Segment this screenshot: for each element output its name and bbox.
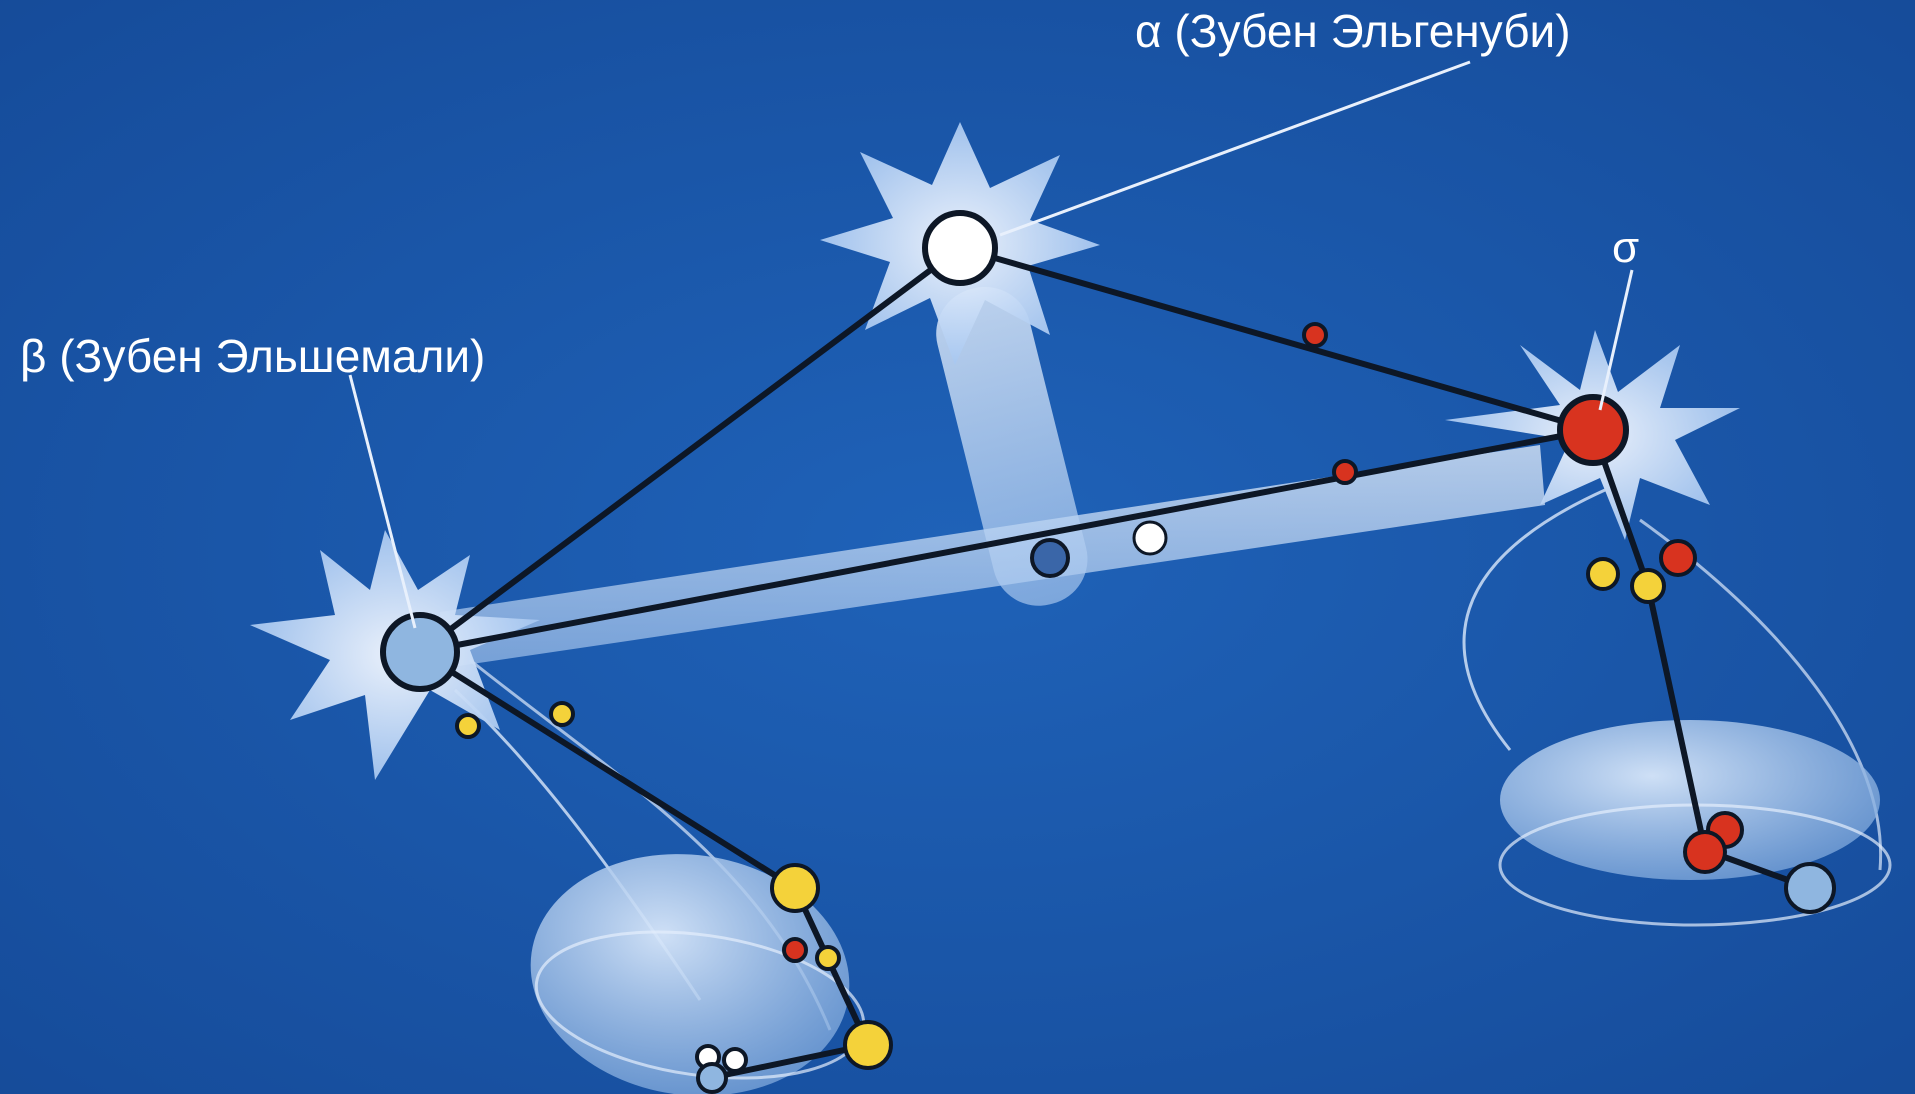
leader-lines — [348, 60, 1634, 629]
balance-post — [936, 286, 1088, 606]
minor-star-yellow-5 — [843, 1020, 893, 1070]
right-pan — [1500, 720, 1880, 880]
minor-star-red-2 — [1332, 459, 1358, 485]
right-pan-string — [1462, 488, 1606, 751]
minor-stars — [455, 322, 1836, 1094]
minor-star-white-2 — [722, 1047, 748, 1073]
minor-star-red-3 — [782, 937, 808, 963]
minor-star-yellow-2 — [455, 713, 481, 739]
minor-star-yellow-6 — [1586, 557, 1620, 591]
left-pan — [530, 854, 850, 1094]
minor-star-yellow-4 — [815, 945, 841, 971]
minor-star-yellow-7 — [1630, 568, 1666, 604]
minor-star-red-6 — [1683, 830, 1727, 874]
alpha-star — [922, 210, 998, 286]
beta-star — [380, 612, 460, 692]
minor-star-yellow-1 — [549, 701, 575, 727]
minor-star-blue-1 — [696, 1062, 728, 1094]
minor-star-yellow-3 — [770, 863, 820, 913]
sigma-star — [1557, 394, 1629, 466]
sigma-star-label: σ — [1612, 223, 1639, 272]
alpha-star-label: α (Зубен Эльгенуби) — [1135, 5, 1571, 57]
minor-star-red-4 — [1659, 539, 1697, 577]
pivot-white-star — [1132, 520, 1168, 556]
minor-star-blue-2 — [1784, 862, 1836, 914]
beta-star-label: β (Зубен Эльшемали) — [20, 330, 485, 382]
minor-star-red-1 — [1302, 322, 1328, 348]
balance-pivot — [1030, 538, 1070, 578]
